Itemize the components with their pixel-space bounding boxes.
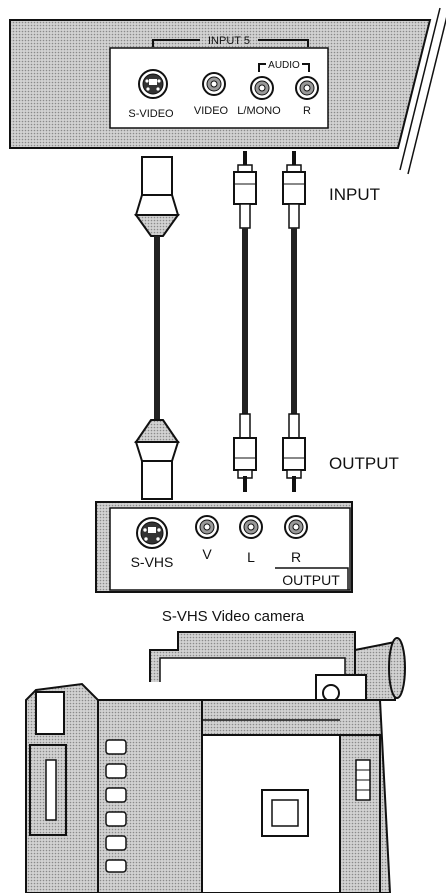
video-camera-illustration: [25, 631, 406, 893]
camera-jack-label-r: R: [291, 549, 301, 565]
output-label: OUTPUT: [329, 454, 399, 473]
camera-audio-l-jack[interactable]: [239, 515, 263, 539]
camera-output-label: OUTPUT: [282, 572, 340, 588]
camera-audio-r-jack[interactable]: [284, 515, 308, 539]
tv-jack-label-l-mono: L/MONO: [237, 105, 281, 117]
camera-video-jack[interactable]: [195, 515, 219, 539]
input-label: INPUT: [329, 185, 380, 204]
tv-video-jack[interactable]: [202, 72, 226, 96]
input5-label: INPUT 5: [208, 35, 250, 47]
camera-jack-panel: S-VHS V L R OUTPUT: [95, 501, 353, 593]
rca-cable-left: [233, 151, 257, 492]
camera-s-vhs-jack[interactable]: [136, 517, 168, 549]
camera-jack-label-s-vhs: S-VHS: [131, 554, 174, 570]
s-video-cable: [134, 156, 180, 500]
tv-jack-label-s-video: S-VIDEO: [128, 108, 174, 120]
tv-jack-label-video: VIDEO: [194, 105, 229, 117]
tv-jack-label-r: R: [303, 105, 311, 117]
camera-jack-label-l: L: [247, 549, 255, 565]
camera-jack-label-v: V: [202, 546, 212, 562]
tv-back-panel: INPUT 5 AUDIO: [9, 7, 446, 175]
audio-label: AUDIO: [268, 60, 300, 71]
tv-audio-l-jack[interactable]: [250, 76, 274, 100]
rca-cable-right: [282, 151, 306, 492]
camera-caption: S-VHS Video camera: [162, 608, 305, 625]
tv-audio-r-jack[interactable]: [295, 76, 319, 100]
tv-s-video-jack[interactable]: [138, 69, 168, 99]
